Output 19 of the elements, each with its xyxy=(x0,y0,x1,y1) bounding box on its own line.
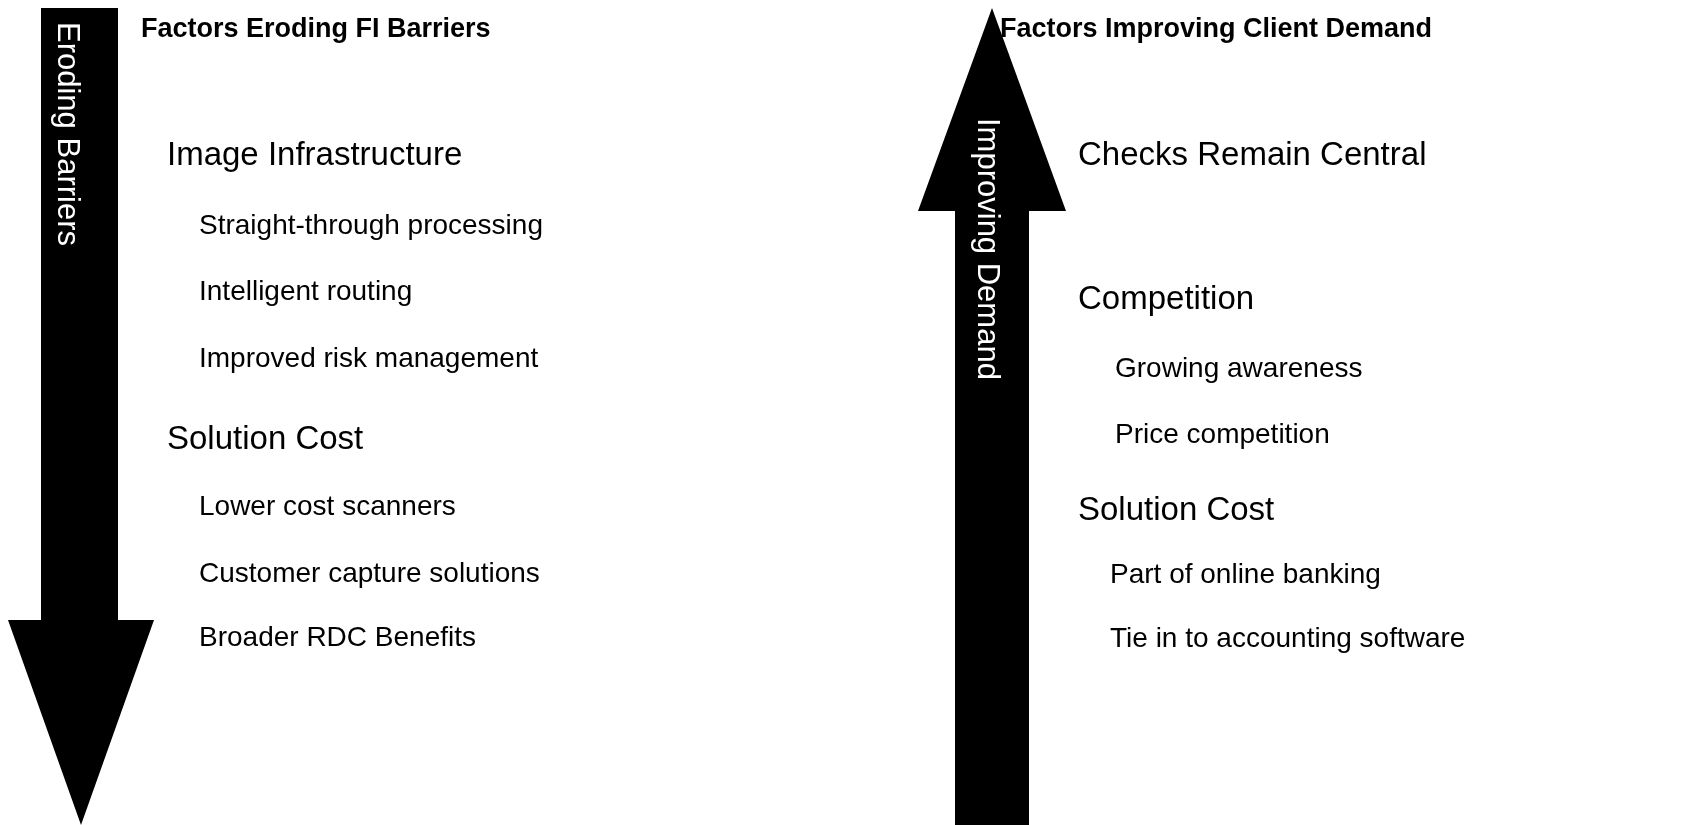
column-heading: Factors Eroding FI Barriers xyxy=(141,13,491,44)
factor-item: Customer capture solutions xyxy=(199,558,540,589)
factor-item: Straight-through processing xyxy=(199,210,543,241)
factor-heading: Image Infrastructure xyxy=(167,136,463,173)
factor-item: Growing awareness xyxy=(1115,353,1363,384)
factor-item: Price competition xyxy=(1115,419,1330,450)
factor-item: Intelligent routing xyxy=(199,276,413,307)
arrow-label: Improving Demand xyxy=(973,118,1004,380)
column-heading: Factors Improving Client Demand xyxy=(1000,13,1433,44)
factor-heading: Solution Cost xyxy=(167,420,364,457)
factor-item: Lower cost scanners xyxy=(199,491,456,522)
factor-item: Broader RDC Benefits xyxy=(199,622,476,653)
factor-item: Part of online banking xyxy=(1110,559,1381,590)
factor-heading: Checks Remain Central xyxy=(1078,136,1427,173)
arrow-label: Eroding Barriers xyxy=(53,22,84,246)
factor-heading: Solution Cost xyxy=(1078,491,1275,528)
factor-heading: Competition xyxy=(1078,280,1255,317)
factor-item: Tie in to accounting software xyxy=(1110,623,1466,654)
factor-item: Improved risk management xyxy=(199,343,539,374)
